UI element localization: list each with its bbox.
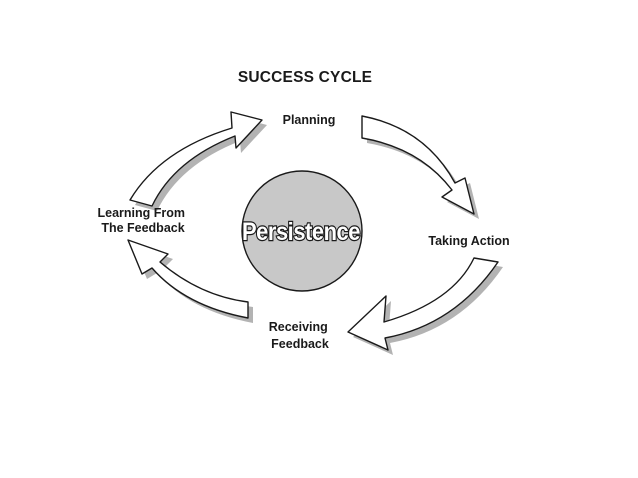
arrow-receiving-feedback-to-learning	[127, 239, 253, 323]
stage-planning: Planning	[283, 113, 336, 127]
stage-planning-line: Planning	[283, 113, 336, 127]
center-circle	[241, 170, 363, 292]
stage-taking-action: Taking Action	[428, 234, 509, 248]
stage-learning-line-1: Learning From	[98, 206, 186, 220]
stage-receiving-feedback-line-2: Feedback	[271, 337, 329, 351]
stage-learning-line-2: The Feedback	[101, 221, 184, 235]
stage-receiving-feedback-line-1: Receiving	[269, 320, 328, 334]
stage-learning: Learning From The Feedback	[98, 206, 189, 235]
diagram-title: SUCCESS CYCLE	[238, 69, 372, 86]
arrow-planning-to-taking-action	[361, 115, 479, 219]
arrow-taking-action-to-receiving-feedback	[347, 257, 503, 355]
arrow-learning-to-planning	[129, 111, 267, 211]
stage-receiving-feedback: Receiving Feedback	[269, 320, 332, 351]
stage-taking-action-line: Taking Action	[428, 234, 509, 248]
center-label: Persistence	[242, 218, 361, 246]
